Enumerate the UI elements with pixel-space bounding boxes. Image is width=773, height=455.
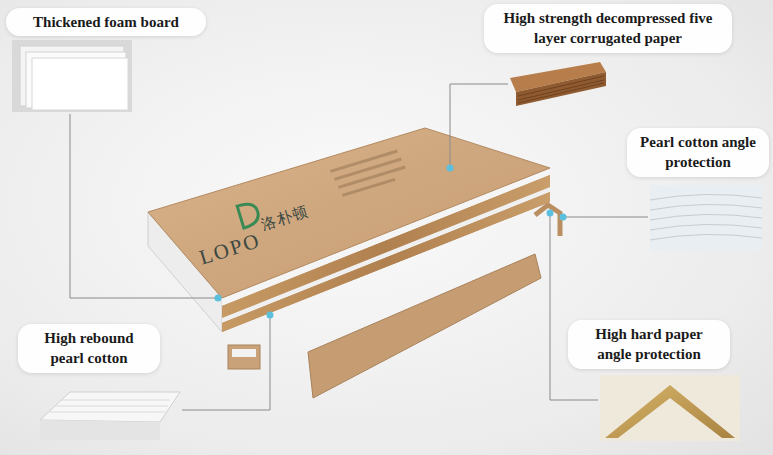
rebound-cotton-photo bbox=[40, 392, 180, 440]
callout-label: High strength decompressed five layer co… bbox=[494, 8, 722, 49]
callout-bubble: Pearl cotton angle protection bbox=[627, 128, 769, 177]
pearl-cotton-photo bbox=[650, 185, 762, 251]
corrugated-photo bbox=[510, 62, 606, 106]
box-illustration bbox=[148, 128, 550, 332]
callout-label: High hard paper angle protection bbox=[578, 324, 720, 365]
callout-bubble: High rebound pearl cotton bbox=[18, 324, 160, 373]
leader-dots bbox=[215, 165, 567, 319]
callout-label: High rebound pearl cotton bbox=[28, 328, 150, 369]
callout-bubble: Thickened foam board bbox=[6, 8, 206, 36]
callout-label: Thickened foam board bbox=[16, 12, 196, 32]
callout-bubble: High strength decompressed five layer co… bbox=[484, 4, 732, 53]
callout-label: Pearl cotton angle protection bbox=[637, 132, 759, 173]
foam-board-photo bbox=[12, 40, 132, 112]
brand-text: LOPO bbox=[196, 228, 263, 270]
paper-angle-photo bbox=[600, 375, 740, 441]
callout-bubble: High hard paper angle protection bbox=[568, 320, 730, 369]
brand-text: 洛朴顿 bbox=[259, 202, 310, 234]
